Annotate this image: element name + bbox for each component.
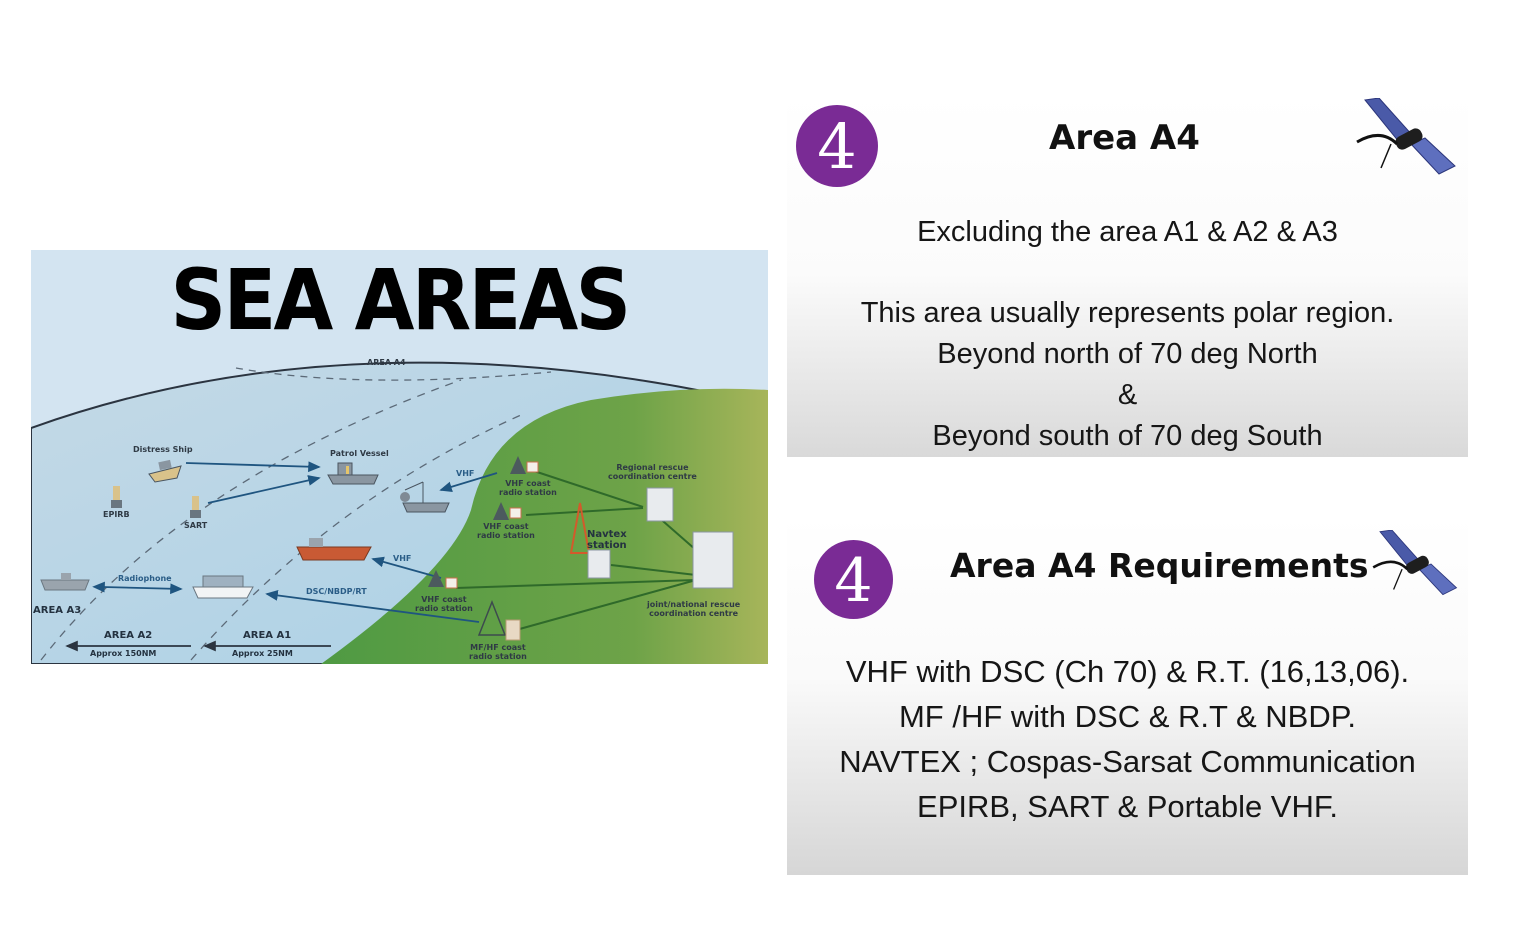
epirb-buoy-icon (111, 486, 122, 508)
mfhf-coast-station-label: MF/HF coast radio station (469, 643, 527, 661)
number-badge: 4 (796, 105, 878, 187)
body-line: Beyond south of 70 deg South (932, 420, 1323, 452)
vhf-label-lower: VHF (393, 554, 412, 563)
satellite-icon (1356, 98, 1456, 175)
body-line: NAVTEX ; Cospas-Sarsat Communication (839, 744, 1416, 779)
body-spacer (787, 253, 1468, 293)
body-line: & (1117, 379, 1138, 411)
vhf-label-upper: VHF (456, 469, 475, 478)
distress-ship-icon (148, 459, 182, 483)
sea-areas-map-graphic (31, 361, 768, 664)
sart-label: SART (184, 521, 208, 530)
area-a4-slide: 4 Area A4 Excluding the area A1 & A2 & A… (787, 92, 1468, 457)
body-line: VHF with DSC (Ch 70) & R.T. (16,13,06). (845, 654, 1410, 689)
epirb-label: EPIRB (103, 510, 130, 519)
sea-areas-diagram: SEA AREAS AREA A4 Distress Ship Patrol V… (31, 250, 768, 664)
area-a4-requirements-slide: 4 Area A4 Requirements VHF with DSC (Ch … (787, 515, 1468, 875)
cargo-ship-red-icon (296, 538, 372, 561)
dsc-nbdp-rt-label: DSC/NBDP/RT (306, 587, 367, 596)
area-a4-label: AREA A4 (367, 358, 406, 367)
number-badge: 4 (814, 540, 893, 619)
sart-buoy-icon (190, 496, 201, 518)
navtex-station-label: Navtex station (587, 529, 627, 551)
body-line: Beyond north of 70 deg North (937, 338, 1318, 370)
patrol-vessel-label: Patrol Vessel (330, 449, 389, 458)
slide-title: Area A4 (1049, 118, 1200, 158)
slide-body: VHF with DSC (Ch 70) & R.T. (16,13,06). … (787, 649, 1468, 829)
patrol-vessel-icon (327, 462, 379, 485)
area-a2-label: AREA A2 (104, 630, 153, 641)
radiophone-label: Radiophone (118, 574, 172, 583)
passenger-ship-icon (192, 575, 254, 599)
body-line: This area usually represents polar regio… (860, 297, 1395, 329)
regional-rcc-label: Regional rescue coordination centre (608, 463, 697, 481)
diagram-title: SEA AREAS (170, 251, 632, 349)
area-a1-label: AREA A1 (243, 630, 292, 641)
approx-25nm-label: Approx 25NM (232, 649, 293, 658)
approx-150nm-label: Approx 150NM (90, 649, 157, 658)
distress-ship-label: Distress Ship (133, 445, 193, 454)
body-line: EPIRB, SART & Portable VHF. (917, 789, 1338, 824)
vhf-coast-station-2-label: VHF coast radio station (477, 522, 535, 540)
grey-ship-icon (40, 573, 90, 591)
vhf-coast-station-1-label: VHF coast radio station (499, 479, 557, 497)
slide-body: Excluding the area A1 & A2 & A3 This are… (787, 212, 1468, 457)
area-a3-label: AREA A3 (33, 605, 82, 616)
slide-title: Area A4 Requirements (950, 546, 1369, 585)
vhf-coast-station-3-label: VHF coast radio station (415, 595, 473, 613)
body-line: Excluding the area A1 & A2 & A3 (917, 216, 1338, 248)
body-line: MF /HF with DSC & R.T & NBDP. (898, 699, 1357, 734)
fishing-vessel-icon (400, 481, 450, 513)
national-rcc-label: joint/national rescue coordination centr… (647, 600, 741, 618)
satellite-icon (1372, 530, 1458, 596)
